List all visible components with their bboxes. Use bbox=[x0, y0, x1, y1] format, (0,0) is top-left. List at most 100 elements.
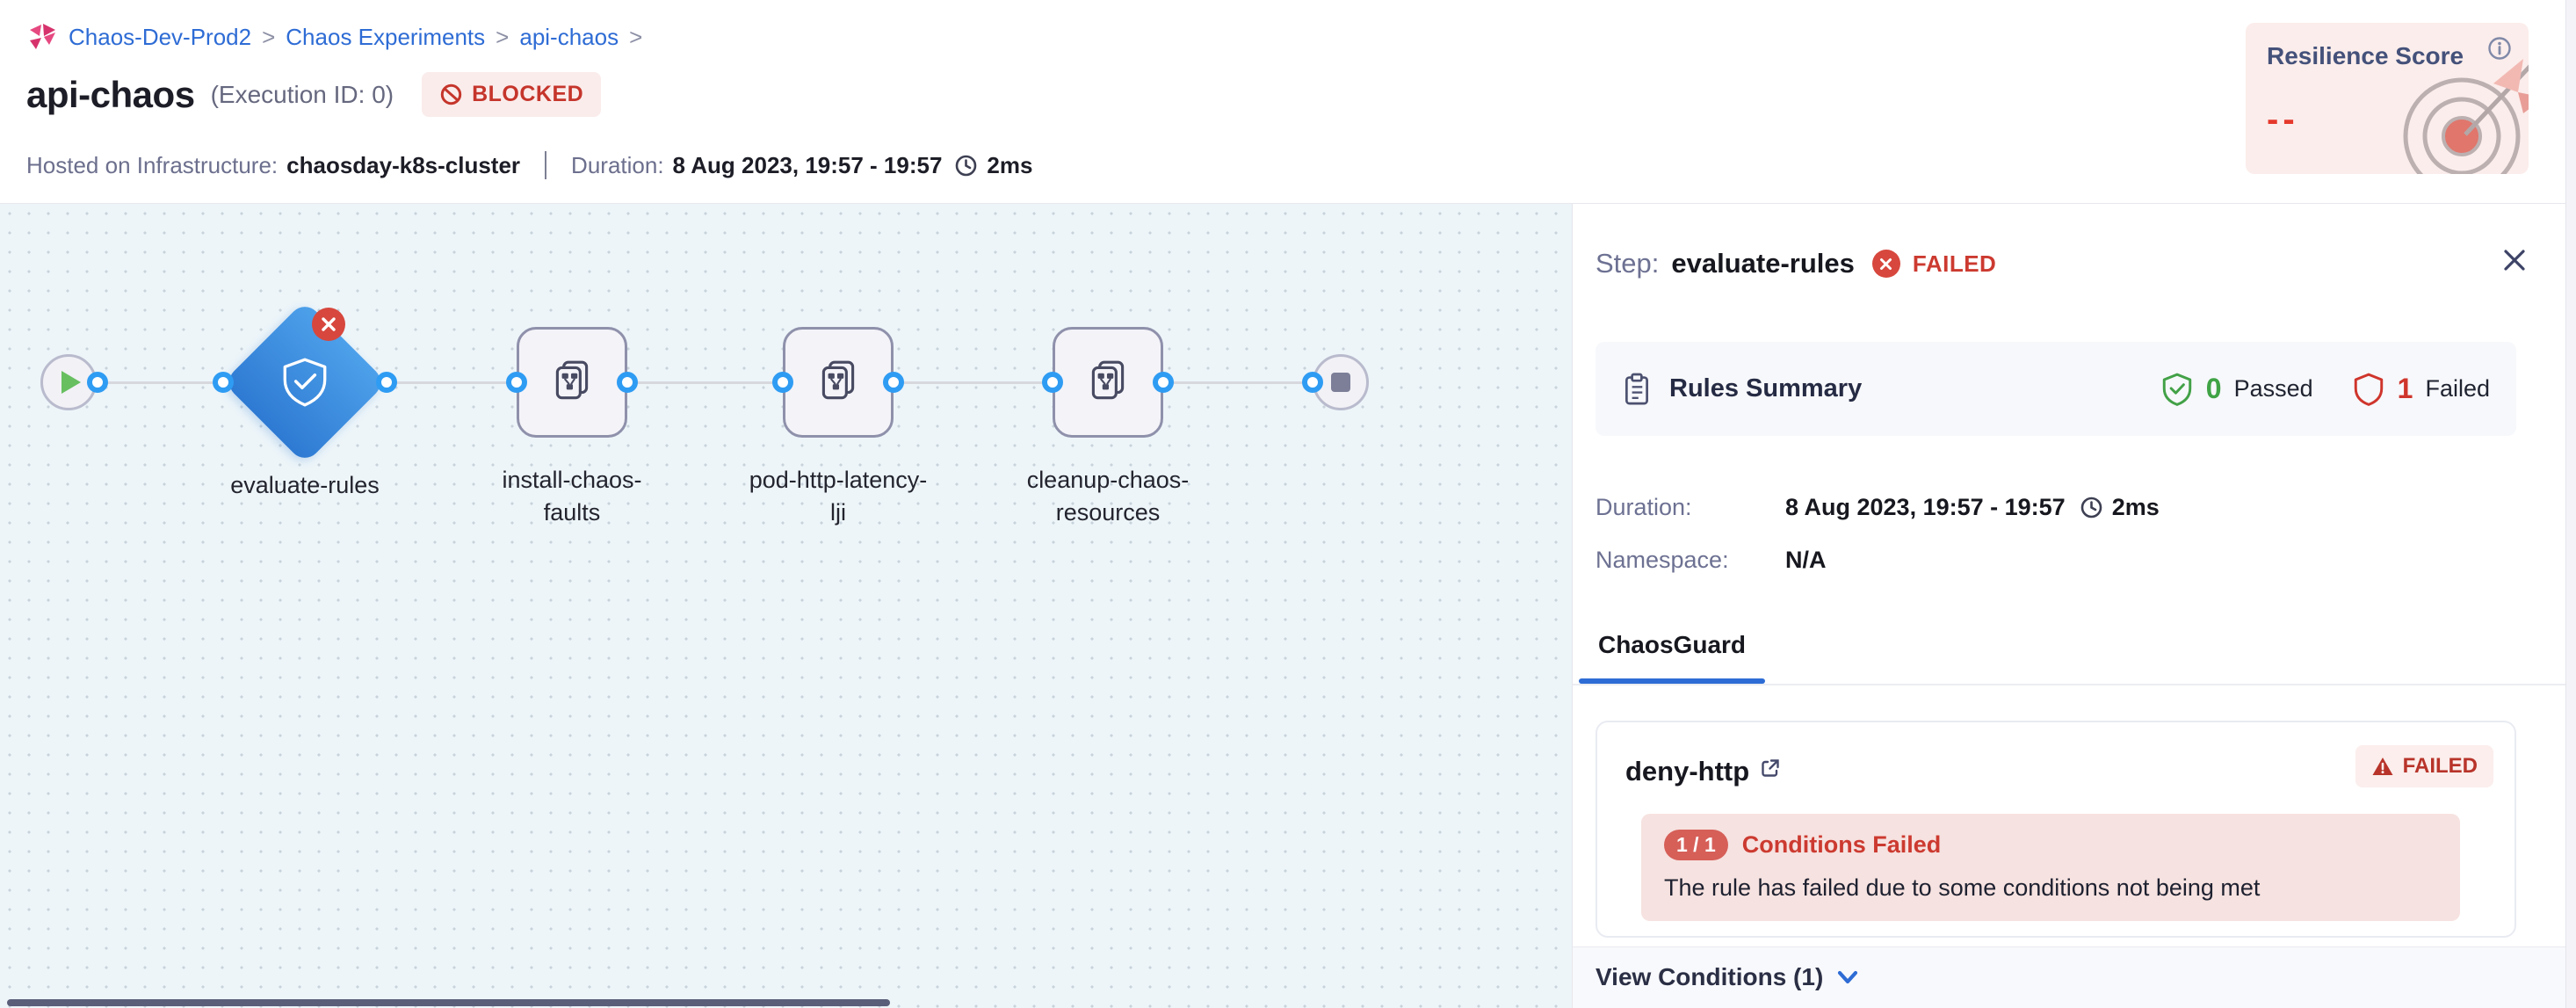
connector-port bbox=[617, 372, 638, 393]
step-details-header: Step: evaluate-rules FAILED bbox=[1596, 248, 1996, 279]
pipeline-canvas[interactable]: evaluate-rules install-chaos- faults bbox=[0, 204, 1573, 1008]
panel-duration-ms: 2ms bbox=[2111, 494, 2160, 520]
breadcrumb-item-experiments[interactable]: Chaos Experiments bbox=[286, 23, 486, 50]
status-badge-label: BLOCKED bbox=[472, 82, 584, 106]
step-group-icon bbox=[814, 357, 862, 409]
title-row: api-chaos (Execution ID: 0) BLOCKED bbox=[26, 72, 602, 117]
clock-icon bbox=[954, 154, 978, 178]
rules-summary-box: Rules Summary 0 Passed 1 Failed bbox=[1596, 342, 2516, 436]
step-name: evaluate-rules bbox=[1671, 248, 1855, 279]
failed-label: Failed bbox=[2425, 375, 2490, 402]
panel-duration-value: 8 Aug 2023, 19:57 - 19:57 bbox=[1785, 494, 2066, 520]
conditions-failed-alert: 1 / 1 Conditions Failed The rule has fai… bbox=[1641, 814, 2460, 921]
page-header: Chaos-Dev-Prod2 > Chaos Experiments > ap… bbox=[0, 0, 2576, 204]
edge bbox=[1163, 381, 1313, 384]
play-icon bbox=[62, 371, 81, 394]
duration-ms: 2ms bbox=[987, 151, 1033, 178]
failed-x-icon bbox=[1871, 250, 1900, 278]
passed-label: Passed bbox=[2233, 375, 2313, 402]
canvas-horizontal-scrollbar[interactable] bbox=[7, 999, 890, 1006]
status-badge: BLOCKED bbox=[422, 72, 602, 117]
rules-summary-counts: 0 Passed 1 Failed bbox=[2160, 372, 2490, 407]
namespace-row: Namespace: N/A bbox=[1596, 547, 1827, 574]
connector-port bbox=[883, 372, 904, 393]
step-group-icon bbox=[1084, 357, 1132, 409]
view-conditions-label: View Conditions (1) bbox=[1596, 963, 1824, 990]
namespace-label: Namespace: bbox=[1596, 547, 1729, 573]
resilience-score-title: Resilience Score bbox=[2267, 42, 2464, 69]
stop-icon bbox=[1331, 373, 1350, 392]
step-label: Step: bbox=[1596, 248, 1660, 279]
conditions-failed-title: Conditions Failed bbox=[1741, 831, 1942, 858]
shield-check-icon bbox=[278, 355, 332, 410]
connector-port bbox=[772, 372, 793, 393]
node-error-badge bbox=[312, 308, 345, 341]
breadcrumb-separator: > bbox=[629, 23, 643, 50]
connector-port bbox=[1042, 372, 1063, 393]
view-conditions-toggle[interactable]: View Conditions (1) bbox=[1596, 963, 1860, 991]
conditions-ratio-pill: 1 / 1 bbox=[1664, 830, 1728, 860]
conditions-failed-message: The rule has failed due to some conditio… bbox=[1664, 874, 2261, 901]
chaos-module-icon bbox=[26, 21, 58, 53]
close-icon[interactable] bbox=[2500, 246, 2529, 279]
rule-status-label: FAILED bbox=[2402, 754, 2478, 778]
rule-card-deny-http: deny-http FAILED 1 / 1 bbox=[1596, 721, 2516, 938]
duration-row: Duration: 8 Aug 2023, 19:57 - 19:57 2ms bbox=[1596, 494, 2160, 521]
resilience-score-card: Resilience Score -- bbox=[2246, 23, 2529, 174]
experiment-info-row: Hosted on Infrastructure: chaosday-k8s-c… bbox=[26, 151, 1032, 179]
rule-name-link[interactable]: deny-http bbox=[1625, 756, 1750, 787]
connector-port bbox=[1302, 372, 1323, 393]
tab-bar-divider bbox=[1573, 684, 2565, 685]
breadcrumb-separator: > bbox=[262, 23, 276, 50]
shield-failed-icon bbox=[2352, 372, 2385, 407]
edge bbox=[894, 381, 1053, 384]
connector-port bbox=[376, 372, 397, 393]
window-vertical-scrollbar[interactable] bbox=[2565, 0, 2576, 1008]
step-group-icon bbox=[548, 357, 596, 409]
connector-port bbox=[506, 372, 527, 393]
node-install-chaos-faults[interactable] bbox=[517, 327, 627, 438]
node-evaluate-rules[interactable] bbox=[222, 300, 387, 465]
duration-value: 8 Aug 2023, 19:57 - 19:57 bbox=[672, 151, 943, 178]
warning-triangle-icon bbox=[2371, 756, 2394, 777]
connector-port bbox=[1153, 372, 1174, 393]
breadcrumb: Chaos-Dev-Prod2 > Chaos Experiments > ap… bbox=[26, 21, 642, 53]
breadcrumb-item-experiment[interactable]: api-chaos bbox=[519, 23, 619, 50]
node-pod-http-latency-lji[interactable] bbox=[783, 327, 894, 438]
info-icon[interactable] bbox=[2486, 35, 2513, 66]
failed-count: 1 bbox=[2397, 373, 2413, 404]
edge bbox=[627, 381, 783, 384]
tab-chaosguard[interactable]: ChaosGuard bbox=[1597, 631, 1747, 658]
clipboard-icon bbox=[1622, 372, 1652, 407]
passed-count: 0 bbox=[2205, 373, 2222, 404]
divider bbox=[545, 151, 547, 179]
page-title: api-chaos bbox=[26, 73, 195, 115]
blocked-icon bbox=[439, 83, 463, 106]
node-label-evaluate-rules: evaluate-rules bbox=[230, 472, 380, 498]
infra-value: chaosday-k8s-cluster bbox=[286, 151, 521, 178]
breadcrumb-separator: > bbox=[496, 23, 510, 50]
breadcrumb-item-project[interactable]: Chaos-Dev-Prod2 bbox=[69, 23, 252, 50]
execution-id: (Execution ID: 0) bbox=[210, 80, 394, 108]
step-status-badge: FAILED bbox=[1912, 250, 1997, 277]
connector-port bbox=[87, 372, 108, 393]
edge bbox=[387, 381, 517, 384]
external-link-icon[interactable] bbox=[1760, 758, 1781, 779]
clock-icon bbox=[2080, 496, 2103, 519]
node-label-pod-http-latency-lji: pod-http-latency- lji bbox=[749, 467, 928, 526]
duration-label: Duration: bbox=[571, 151, 664, 178]
resilience-score-value: -- bbox=[2267, 100, 2299, 139]
shield-passed-icon bbox=[2160, 372, 2194, 407]
connector-port bbox=[213, 372, 234, 393]
namespace-value: N/A bbox=[1785, 547, 1827, 573]
active-tab-indicator bbox=[1579, 678, 1765, 684]
rule-card-footer: View Conditions (1) bbox=[1573, 946, 2565, 1008]
node-cleanup-chaos-resources[interactable] bbox=[1053, 327, 1163, 438]
node-label-install-chaos-faults: install-chaos- faults bbox=[502, 467, 642, 526]
edge bbox=[98, 381, 223, 384]
node-label-cleanup-chaos-resources: cleanup-chaos- resources bbox=[1026, 467, 1190, 526]
target-illustration bbox=[2390, 47, 2529, 174]
step-details-panel: Step: evaluate-rules FAILED Rules Summa bbox=[1573, 204, 2576, 1008]
infra-label: Hosted on Infrastructure: bbox=[26, 151, 279, 178]
panel-duration-label: Duration: bbox=[1596, 494, 1692, 520]
